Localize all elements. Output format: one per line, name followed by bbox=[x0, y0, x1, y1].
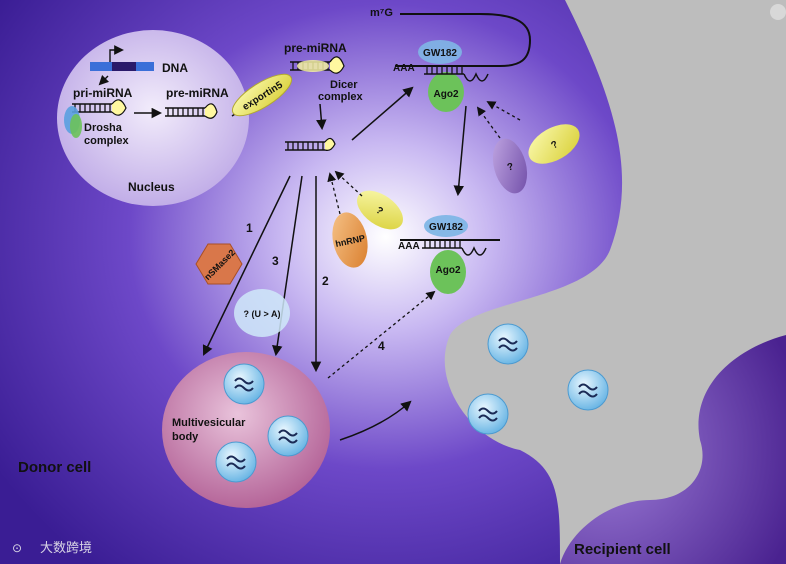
pre-mirna-cyto-hairpin bbox=[289, 56, 345, 74]
pre-mirna-nucleus-label: pre-miRNA bbox=[166, 86, 229, 100]
watermark: ⊙ 大数跨境 bbox=[12, 541, 92, 556]
dashed-arrow-hnrnp bbox=[327, 172, 341, 215]
donor-cell-label: Donor cell bbox=[18, 459, 91, 476]
arrow-path-1 bbox=[202, 175, 291, 356]
u-to-a-label: ? (U > A) bbox=[244, 309, 281, 319]
mvb-exosome-3 bbox=[215, 441, 257, 483]
watermark-logo: ⊙ bbox=[12, 541, 22, 555]
extracellular-exosome-2 bbox=[467, 393, 509, 435]
arrow-dna-to-pri bbox=[98, 74, 110, 86]
nucleus-label: Nucleus bbox=[128, 180, 175, 194]
unknown-3-label: ? bbox=[373, 205, 384, 218]
path-4-label: 4 bbox=[378, 339, 385, 353]
unknown-1-label: ? bbox=[549, 139, 560, 152]
drosha-label-2: complex bbox=[84, 135, 130, 147]
dicer-label-2: complex bbox=[318, 91, 364, 103]
dicer-complex bbox=[297, 60, 329, 72]
nsmase2: nSMase2 bbox=[195, 243, 243, 285]
gw182-bottom-label: GW182 bbox=[429, 222, 463, 233]
gw182-top-label: GW182 bbox=[423, 48, 457, 59]
arrow-dicer-to-duplex bbox=[316, 103, 327, 131]
ago2-bottom-label: Ago2 bbox=[436, 265, 461, 276]
pre-mirna-cyto-label: pre-miRNA bbox=[284, 41, 347, 55]
pre-mirna-hairpin-nucleus bbox=[164, 103, 218, 119]
arrow-exosome-release bbox=[339, 400, 412, 441]
unknown-factor-yellow-top: ? bbox=[528, 124, 580, 164]
ago2-top-label: Ago2 bbox=[434, 89, 459, 100]
mvb-label-2: body bbox=[172, 431, 199, 443]
hnrnp: hnRNP bbox=[332, 212, 368, 268]
drosha-complex bbox=[64, 106, 82, 138]
pri-mirna-label: pri-miRNA bbox=[73, 86, 133, 100]
mvb-label-1: Multivesicular bbox=[172, 417, 246, 429]
unknown-factor-purple: ? bbox=[492, 138, 528, 194]
dna-strand bbox=[90, 45, 154, 71]
cap-label: m⁷G bbox=[370, 7, 393, 19]
dashed-arrow-unknown-b bbox=[476, 106, 501, 139]
corner-control[interactable] bbox=[770, 4, 786, 20]
recipient-cell bbox=[560, 335, 786, 564]
recipient-cell-label: Recipient cell bbox=[574, 541, 671, 558]
risc-complex-top bbox=[418, 40, 489, 112]
mvb-exosome-1 bbox=[223, 363, 265, 405]
extracellular-exosome-3 bbox=[567, 369, 609, 411]
pri-mirna-hairpin bbox=[71, 99, 127, 116]
uridylation-factor: ? (U > A) bbox=[234, 289, 290, 337]
mrna-strand-top bbox=[395, 13, 532, 67]
mirna-duplex bbox=[284, 137, 336, 151]
aaa-top-label: AAA bbox=[393, 63, 415, 74]
risc-complex-bottom bbox=[400, 215, 500, 294]
dicer-label-1: Dicer bbox=[330, 79, 358, 91]
multivesicular-body bbox=[162, 352, 330, 508]
path-3-label: 3 bbox=[272, 254, 279, 268]
aaa-bottom-label: AAA bbox=[398, 241, 420, 252]
drosha-label-1: Drosha bbox=[84, 122, 123, 134]
arrow-risc-down bbox=[453, 105, 467, 197]
path-2-label: 2 bbox=[322, 274, 329, 288]
dashed-arrow-path-4 bbox=[327, 290, 436, 379]
arrow-duplex-to-risc bbox=[351, 86, 414, 141]
watermark-text: 大数跨境 bbox=[40, 541, 92, 556]
unknown-2-label: ? bbox=[506, 161, 515, 173]
dna-label: DNA bbox=[162, 61, 188, 75]
path-1-label: 1 bbox=[246, 221, 253, 235]
unknown-factor-yellow-mid: ? bbox=[357, 190, 403, 230]
extracellular-exosome-1 bbox=[487, 323, 529, 365]
dashed-arrow-unknown-a bbox=[486, 101, 521, 121]
mvb-exosome-2 bbox=[267, 415, 309, 457]
